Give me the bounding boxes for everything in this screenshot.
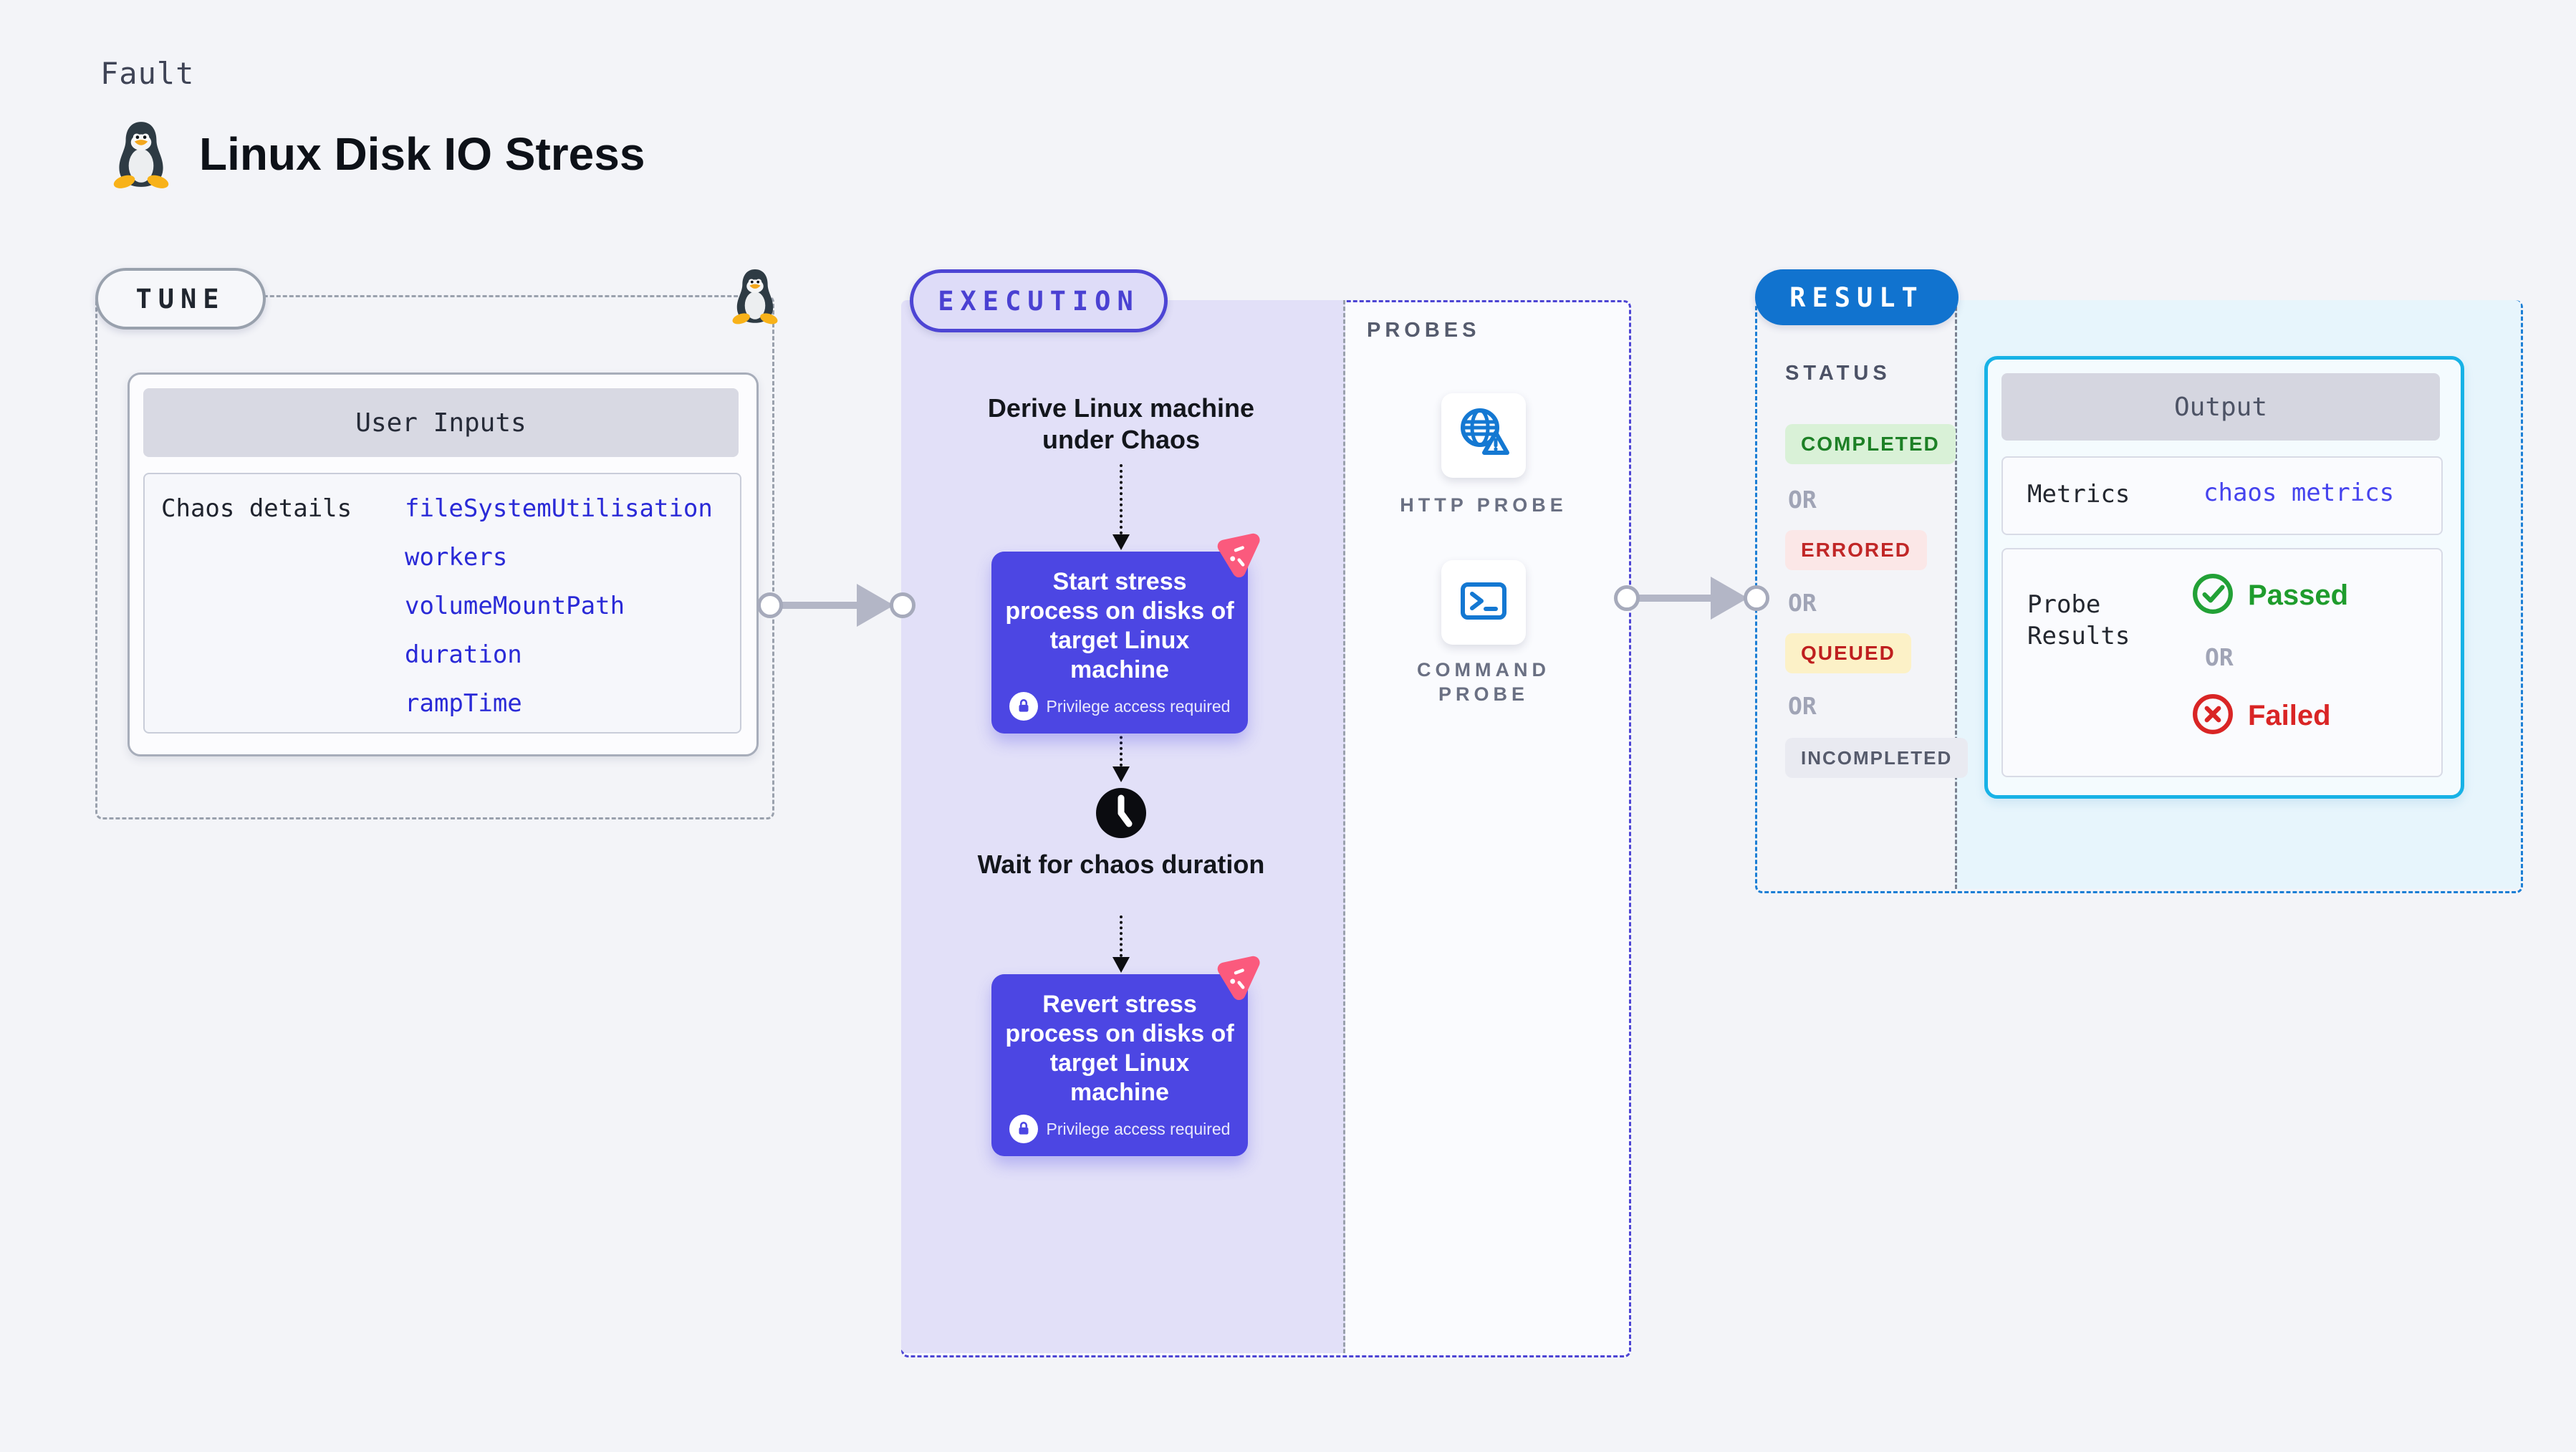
command-probe-card	[1441, 560, 1526, 645]
execution-pill: EXECUTION	[910, 269, 1168, 332]
lock-icon	[1009, 1115, 1038, 1143]
flow-arrowhead	[1112, 534, 1130, 550]
metrics-row	[2001, 456, 2443, 535]
http-probe-card	[1441, 393, 1526, 478]
param-link-duration[interactable]: duration	[405, 640, 522, 669]
terminal-icon	[1455, 572, 1512, 633]
tune-pill: TUNE	[95, 268, 266, 330]
param-link-fileSystemUtilisation[interactable]: fileSystemUtilisation	[405, 494, 713, 523]
or-separator: OR	[1788, 692, 1817, 720]
or-separator: OR	[1788, 589, 1817, 617]
tune-section-box	[95, 295, 774, 819]
command-probe-label: COMMAND PROBE	[1417, 659, 1550, 705]
connector-probes-result	[1632, 595, 1716, 602]
start-stress-step-text: Start stress process on disks of target …	[1005, 568, 1234, 683]
flow-arrowhead	[1112, 766, 1130, 782]
connector-arrowhead	[1711, 577, 1748, 620]
page-title: Linux Disk IO Stress	[199, 128, 645, 180]
probe-results-label: Probe Results	[2027, 590, 2130, 650]
start-stress-step-box: Start stress process on disks of target …	[991, 533, 1260, 734]
user-inputs-header: User Inputs	[143, 388, 739, 457]
status-label: STATUS	[1785, 362, 1891, 385]
connector-endpoint	[757, 592, 783, 618]
result-pill: RESULT	[1755, 269, 1959, 325]
output-header: Output	[2001, 373, 2440, 441]
litmus-chaos-icon	[1205, 527, 1265, 587]
chaos-metrics-link[interactable]: chaos metrics	[2203, 479, 2395, 507]
x-circle-icon	[2192, 693, 2234, 739]
failed-text: Failed	[2248, 700, 2331, 731]
status-badge-queued: QUEUED	[1785, 633, 1911, 673]
check-circle-icon	[2192, 573, 2234, 618]
http-probe-label: HTTP PROBE	[1400, 494, 1567, 516]
probe-result-failed: Failed	[2192, 693, 2331, 739]
chaos-details-label: Chaos details	[161, 494, 352, 523]
status-badge-incompleted: INCOMPLETED	[1785, 738, 1969, 778]
litmus-chaos-icon	[1205, 950, 1265, 1010]
status-badge-completed: COMPLETED	[1785, 424, 1956, 464]
param-link-rampTime[interactable]: rampTime	[405, 689, 522, 718]
fault-kicker: Fault	[100, 56, 195, 91]
lock-icon	[1009, 692, 1038, 721]
privilege-note: Privilege access required	[1046, 1119, 1231, 1138]
or-separator: OR	[1788, 486, 1817, 514]
privilege-note: Privilege access required	[1046, 696, 1231, 716]
passed-text: Passed	[2248, 580, 2349, 611]
connector-arrowhead	[857, 584, 894, 627]
flow-arrow	[1120, 464, 1123, 534]
flow-arrow	[1120, 915, 1123, 957]
probes-zone-label: PROBES	[1367, 319, 1481, 342]
tux-penguin-small-icon	[725, 261, 785, 331]
connector-endpoint	[1614, 585, 1640, 611]
connector-endpoint	[1744, 585, 1769, 611]
metrics-label: Metrics	[2027, 480, 2130, 509]
status-badge-errored: ERRORED	[1785, 530, 1928, 570]
or-separator: OR	[2205, 643, 2234, 671]
globe-warning-icon	[1455, 405, 1512, 466]
clock-icon	[1094, 786, 1148, 840]
param-link-volumeMountPath[interactable]: volumeMountPath	[405, 592, 625, 620]
connector-tune-execution	[775, 602, 861, 609]
tux-penguin-icon	[105, 112, 178, 196]
derive-step-text: Derive Linux machine under Chaos	[987, 393, 1255, 454]
revert-stress-step-box: Revert stress process on disks of target…	[991, 956, 1260, 1156]
wait-step-text: Wait for chaos duration	[977, 850, 1265, 879]
user-inputs-body	[143, 473, 741, 734]
param-link-workers[interactable]: workers	[405, 543, 508, 572]
flow-arrowhead	[1112, 957, 1130, 973]
revert-stress-step-text: Revert stress process on disks of target…	[1005, 991, 1234, 1106]
connector-endpoint	[890, 592, 915, 618]
probe-result-passed: Passed	[2192, 573, 2348, 618]
